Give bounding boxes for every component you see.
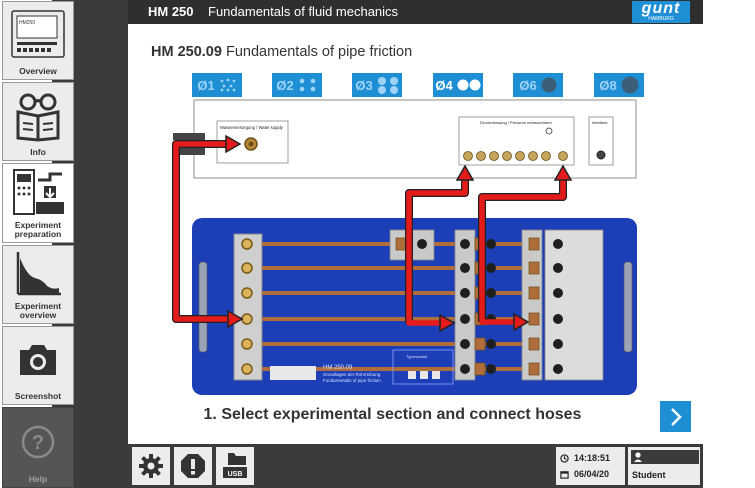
board-logo bbox=[270, 366, 316, 380]
pipe-dots-icon bbox=[457, 79, 481, 91]
diameter-button-2[interactable]: Ø2 bbox=[272, 73, 322, 97]
user-name: Student bbox=[632, 470, 666, 480]
logo-text: gunt bbox=[641, 0, 681, 17]
pipe-dots-icon bbox=[220, 78, 236, 92]
sidebar-item-label: Screenshot bbox=[14, 391, 62, 401]
diameter-label: Ø6 bbox=[519, 77, 537, 93]
gear-icon bbox=[139, 454, 163, 478]
pipe-dots-icon bbox=[541, 77, 557, 93]
left-manifold bbox=[233, 233, 263, 381]
sidebar-item-label: Help bbox=[28, 474, 48, 484]
sidebar bbox=[52, 0, 128, 488]
user-widget[interactable]: Student bbox=[628, 447, 700, 485]
diameter-button-6[interactable]: Ø6 bbox=[513, 73, 563, 97]
pipe-dots-icon bbox=[377, 77, 398, 94]
camera-icon bbox=[3, 327, 73, 392]
next-button[interactable] bbox=[660, 401, 691, 432]
sidebar-item-help[interactable]: ? Help bbox=[2, 407, 74, 488]
sidebar-item-experiment-overview[interactable]: Experiment overview bbox=[2, 245, 74, 324]
help-icon: ? bbox=[3, 408, 73, 475]
gunt-logo: gunt HAMBURG bbox=[632, 1, 690, 23]
diameter-button-8[interactable]: Ø8 bbox=[594, 73, 644, 97]
pressure-label: Druckmessung / Pressure measurement bbox=[480, 120, 552, 125]
interface-label: Interface bbox=[592, 120, 608, 125]
experiment-illustration: Wasserversorgung / Water supply Druckmes… bbox=[172, 99, 637, 395]
svg-text:?: ? bbox=[32, 432, 44, 454]
calendar-icon bbox=[560, 470, 569, 479]
chevron-right-icon bbox=[670, 407, 682, 426]
alert-icon bbox=[181, 454, 205, 478]
page-code: HM 250.09 bbox=[151, 44, 222, 60]
instruction-text: 1. Select experimental section and conne… bbox=[128, 406, 703, 424]
instruction-label: 1. Select experimental section and conne… bbox=[203, 406, 582, 423]
logo-subtext: HAMBURG bbox=[648, 16, 674, 22]
sidebar-item-label: Experiment overview bbox=[14, 301, 62, 320]
glasses-book-icon bbox=[3, 83, 73, 148]
settings-button[interactable] bbox=[132, 447, 170, 485]
sidebar-item-overview[interactable]: HM250 Overview bbox=[2, 1, 74, 80]
current-date: 06/04/20 bbox=[574, 469, 610, 479]
page-title-text: Fundamentals of pipe friction bbox=[225, 44, 413, 60]
sidebar-item-label: Info bbox=[30, 147, 46, 157]
diameter-label: Ø1 bbox=[197, 77, 215, 93]
board-subtitle-1: Grundlagen der Rohrreibung bbox=[323, 372, 381, 377]
water-supply-label: Wasserversorgung / Water supply bbox=[220, 125, 284, 130]
experiment-preparation-icon bbox=[3, 164, 73, 221]
board-subtitle-2: Fundamentals of pipe friction bbox=[323, 378, 381, 383]
diameter-label: Ø2 bbox=[276, 77, 294, 93]
user-icon bbox=[631, 450, 699, 464]
diameter-label: Ø4 bbox=[435, 77, 453, 93]
diameter-label: Ø8 bbox=[599, 77, 617, 93]
clock-widget: 14:18:51 06/04/20 bbox=[556, 447, 625, 485]
chart-icon bbox=[3, 246, 73, 302]
hose-arrows bbox=[173, 141, 566, 326]
board-title: HM 250.09 bbox=[323, 365, 353, 371]
diameter-button-1[interactable]: Ø1 bbox=[192, 73, 242, 97]
diameter-button-3[interactable]: Ø3 bbox=[352, 73, 402, 97]
sidebar-item-screenshot[interactable]: Screenshot bbox=[2, 326, 74, 405]
diameter-button-4[interactable]: Ø4 bbox=[433, 73, 483, 97]
usb-button[interactable]: USB bbox=[216, 447, 254, 485]
typeplate bbox=[392, 349, 454, 385]
clock-icon bbox=[560, 453, 569, 463]
app-header: HM 250 Fundamentals of fluid mechanics bbox=[128, 0, 703, 24]
pipe-dots-icon bbox=[621, 76, 639, 94]
diameter-label: Ø3 bbox=[355, 77, 373, 93]
sidebar-item-label: Experiment preparation bbox=[14, 220, 62, 239]
device-label: HM250 bbox=[19, 20, 35, 26]
hose-connector bbox=[173, 133, 205, 140]
sidebar-item-info[interactable]: Info bbox=[2, 82, 74, 161]
right-manifold bbox=[544, 229, 604, 381]
alert-button[interactable] bbox=[174, 447, 212, 485]
usb-folder-icon: USB bbox=[223, 453, 247, 478]
usb-label: USB bbox=[228, 471, 243, 478]
app-code: HM 250 bbox=[148, 4, 194, 19]
pressure-ports bbox=[463, 151, 568, 161]
page-title: HM 250.09 Fundamentals of pipe friction bbox=[151, 44, 412, 60]
app-title: Fundamentals of fluid mechanics bbox=[208, 4, 399, 19]
sidebar-item-experiment-preparation[interactable]: Experiment preparation bbox=[2, 163, 74, 243]
typeplate-label: Typenschild bbox=[406, 354, 427, 359]
device-icon: HM250 bbox=[3, 2, 73, 67]
sidebar-item-label: Overview bbox=[19, 66, 57, 76]
current-time: 14:18:51 bbox=[574, 453, 611, 463]
pipe-dots-icon bbox=[299, 78, 315, 92]
